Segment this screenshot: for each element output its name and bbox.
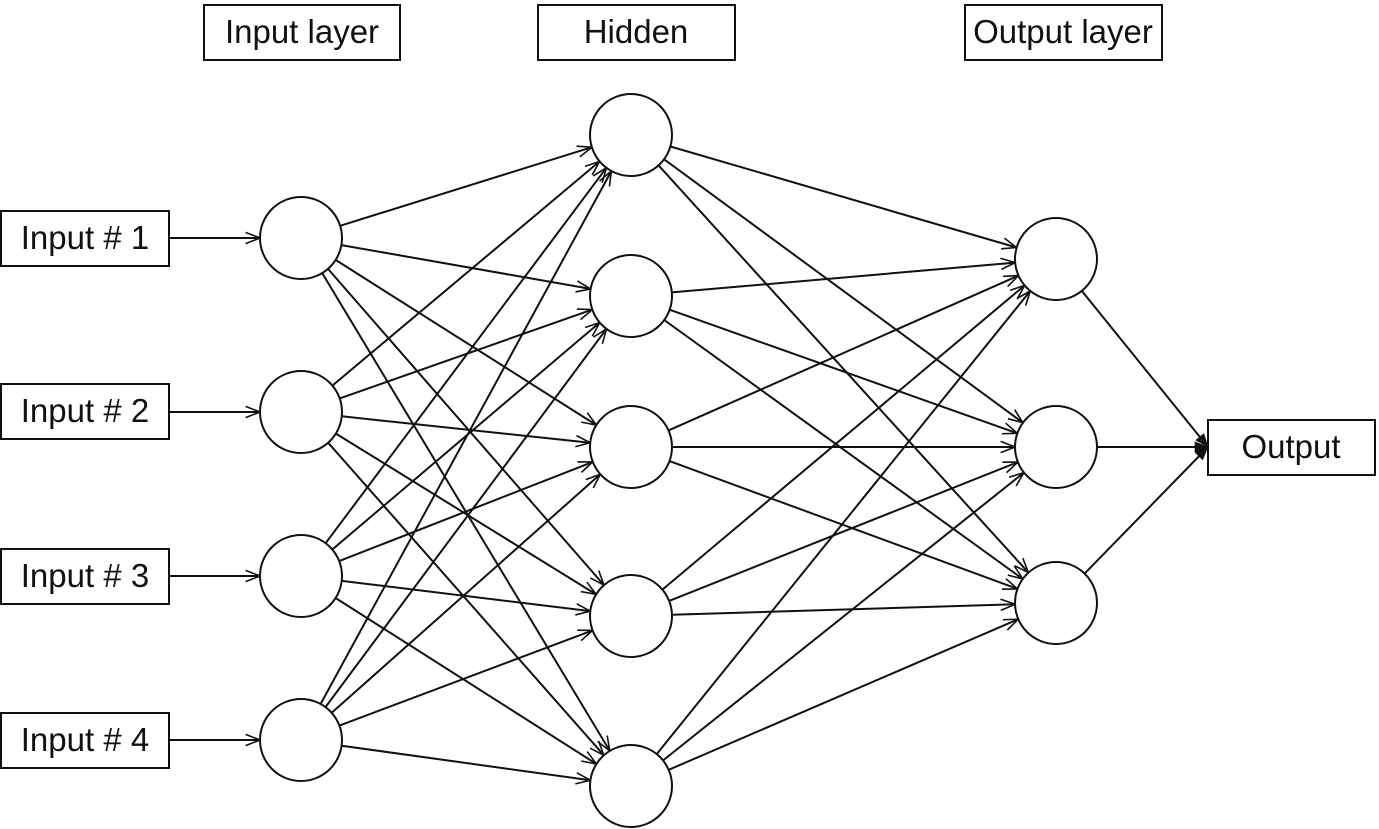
edge-hidden-5-output-3 [668,618,1019,771]
edge-hidden-1-output-2 [663,158,1023,422]
output-box: Output [1207,419,1376,476]
output-label: Output [1241,428,1340,465]
edge-hidden-5-output-1 [655,291,1031,755]
input-neuron-2 [259,370,343,454]
header-hidden-layer-label: Hidden [584,13,689,50]
edge-hidden-2-output-2 [669,308,1018,434]
edge-hidden-3-output-3 [669,460,1018,589]
input-neurons [259,196,343,782]
header-input-layer: Input layer [203,4,401,61]
edge-output-3-to-result [1083,446,1209,575]
input-label-2: Input # 2 [21,392,149,429]
edge-hidden-1-output-3 [657,164,1029,572]
hidden-neuron-1 [589,93,673,177]
output-neurons [1014,217,1098,645]
edge-hidden-2-output-1 [671,263,1015,294]
edge-input-4-hidden-5 [341,744,591,781]
input-label-4: Input # 4 [21,721,149,758]
input-neuron-1 [259,196,343,280]
edge-hidden-5-output-2 [662,473,1024,762]
edge-hidden-4-output-2 [668,461,1018,602]
edge-input-1-hidden-2 [341,244,590,289]
edge-input-1-hidden-3 [335,259,597,425]
edge-input-1-hidden-1 [339,147,592,227]
header-output-layer-label: Output layer [973,13,1153,50]
edge-hidden-2-output-3 [663,319,1023,579]
output-neuron-1 [1014,217,1098,301]
output-neuron-2 [1014,405,1098,489]
header-output-layer: Output layer [964,4,1163,61]
input-box-2: Input # 2 [0,383,170,440]
connections-group [169,145,1209,781]
edge-input-3-hidden-4 [341,579,591,611]
edge-input-2-hidden-3 [341,415,590,442]
edge-input-2-hidden-4 [335,432,596,595]
edge-input-4-hidden-3 [331,474,601,714]
edge-hidden-3-output-1 [668,274,1019,432]
edge-output-1-to-result [1081,290,1209,448]
edge-input-1-hidden-4 [327,268,604,585]
hidden-neuron-2 [589,254,673,338]
edge-input-3-hidden-3 [338,460,593,563]
input-label-3: Input # 3 [21,557,149,594]
edge-input-2-hidden-5 [327,442,604,756]
input-box-1: Input # 1 [0,210,170,267]
hidden-neurons [589,93,673,828]
input-neuron-3 [259,534,343,618]
input-label-1: Input # 1 [21,219,149,256]
header-input-layer-label: Input layer [225,13,379,50]
input-box-3: Input # 3 [0,548,170,605]
edge-input-4-hidden-2 [324,329,607,708]
edge-input-4-hidden-4 [339,630,592,727]
edge-hidden-1-output-1 [670,145,1016,248]
edge-input-4-hidden-1 [319,171,612,705]
output-neuron-3 [1014,561,1098,645]
edge-hidden-4-output-3 [671,604,1015,616]
edge-input-3-hidden-1 [324,168,607,544]
hidden-neuron-3 [589,405,673,489]
input-neuron-4 [259,698,343,782]
edge-input-2-hidden-1 [331,161,599,387]
hidden-neuron-4 [589,574,673,658]
header-hidden-layer: Hidden [537,4,736,61]
hidden-neuron-5 [589,744,673,828]
edge-hidden-4-output-1 [661,285,1024,591]
input-box-4: Input # 4 [0,712,170,769]
edge-input-3-hidden-5 [335,597,597,764]
